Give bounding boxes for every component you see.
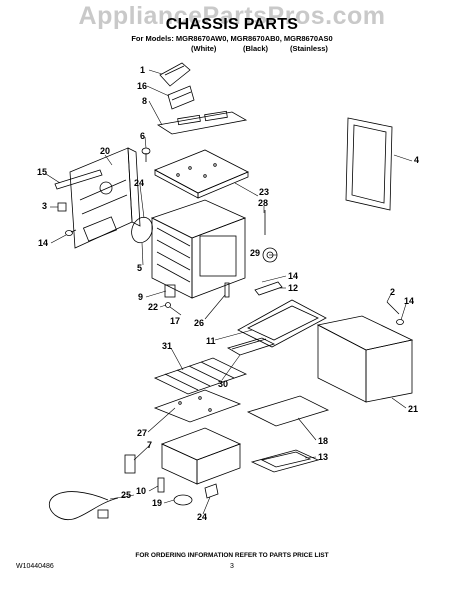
part-top-panel — [154, 149, 249, 199]
callout-4: 4 — [414, 155, 420, 165]
callout-17: 17 — [170, 316, 181, 326]
part-screw-left — [65, 229, 77, 236]
part-gasket — [131, 216, 153, 244]
callout-16: 16 — [137, 81, 148, 91]
part-anti-tip-bracket — [54, 169, 103, 190]
page-title: CHASSIS PARTS — [165, 16, 299, 33]
callout-5: 5 — [137, 263, 143, 273]
callout-24-upper: 24 — [134, 178, 145, 188]
callout-12: 12 — [288, 283, 299, 293]
watermark: AppliancePartsPros.com — [78, 2, 386, 30]
callout-1: 1 — [140, 65, 146, 75]
part-drawer-panel — [246, 395, 330, 427]
callout-20: 20 — [100, 146, 111, 156]
callout-15: 15 — [37, 167, 48, 177]
callout-9: 9 — [138, 292, 144, 302]
part-vent-grill — [226, 337, 276, 356]
part-ground-screw — [157, 477, 165, 493]
callout-13: 13 — [318, 452, 329, 462]
callout-18: 18 — [318, 436, 329, 446]
callout-14-left: 14 — [38, 238, 49, 248]
part-door-inner — [237, 299, 327, 348]
part-oven-cavity — [150, 199, 247, 299]
callout-22: 22 — [148, 302, 159, 312]
ordering-note: FOR ORDERING INFORMATION REFER TO PARTS … — [135, 552, 329, 559]
part-bracket-lower — [204, 483, 219, 499]
variant-white: (White) — [191, 44, 217, 53]
callout-2: 2 — [390, 287, 396, 297]
callout-14-mid: 14 — [288, 271, 299, 281]
part-sensor — [254, 281, 283, 296]
callout-10: 10 — [136, 486, 147, 496]
part-lower-box — [160, 427, 242, 485]
callout-23: 23 — [259, 187, 270, 197]
callout-31: 31 — [162, 341, 173, 351]
callout-21: 21 — [408, 404, 419, 414]
variant-black: (Black) — [243, 44, 269, 53]
document-number: W10440486 — [16, 563, 54, 570]
callout-6: 6 — [140, 131, 146, 141]
callout-14-right: 14 — [404, 296, 415, 306]
models-line: For Models: MGR8670AW0, MGR8670AB0, MGR8… — [131, 34, 333, 43]
callout-29: 29 — [250, 248, 261, 258]
callout-28: 28 — [258, 198, 269, 208]
callout-19: 19 — [152, 498, 163, 508]
part-broiler-pan — [250, 449, 320, 473]
part-bottom-panel — [153, 389, 242, 423]
part-terminal-block — [173, 494, 193, 506]
callout-11: 11 — [206, 336, 216, 346]
callout-24-lower: 24 — [197, 512, 208, 522]
part-duct — [156, 110, 248, 135]
callout-8: 8 — [142, 96, 148, 106]
part-vent-bracket — [167, 85, 195, 110]
part-clip — [57, 202, 67, 212]
callout-7: 7 — [147, 440, 153, 450]
callout-27: 27 — [137, 428, 148, 438]
part-vent-trim — [159, 62, 191, 87]
callout-30: 30 — [218, 379, 229, 389]
page-number: 3 — [230, 563, 234, 570]
callout-3: 3 — [42, 201, 48, 211]
part-oven-rack — [153, 357, 248, 395]
part-oven-door — [316, 315, 414, 403]
part-door-frame — [345, 117, 393, 211]
part-ignitor — [124, 454, 136, 474]
part-power-cord — [49, 491, 119, 521]
callout-25: 25 — [121, 490, 132, 500]
part-hardware — [164, 282, 230, 308]
part-door-screws — [386, 301, 404, 325]
callout-26: 26 — [194, 318, 205, 328]
variant-stainless: (Stainless) — [290, 44, 328, 53]
part-back-panel — [69, 147, 141, 249]
part-screw — [141, 147, 151, 162]
